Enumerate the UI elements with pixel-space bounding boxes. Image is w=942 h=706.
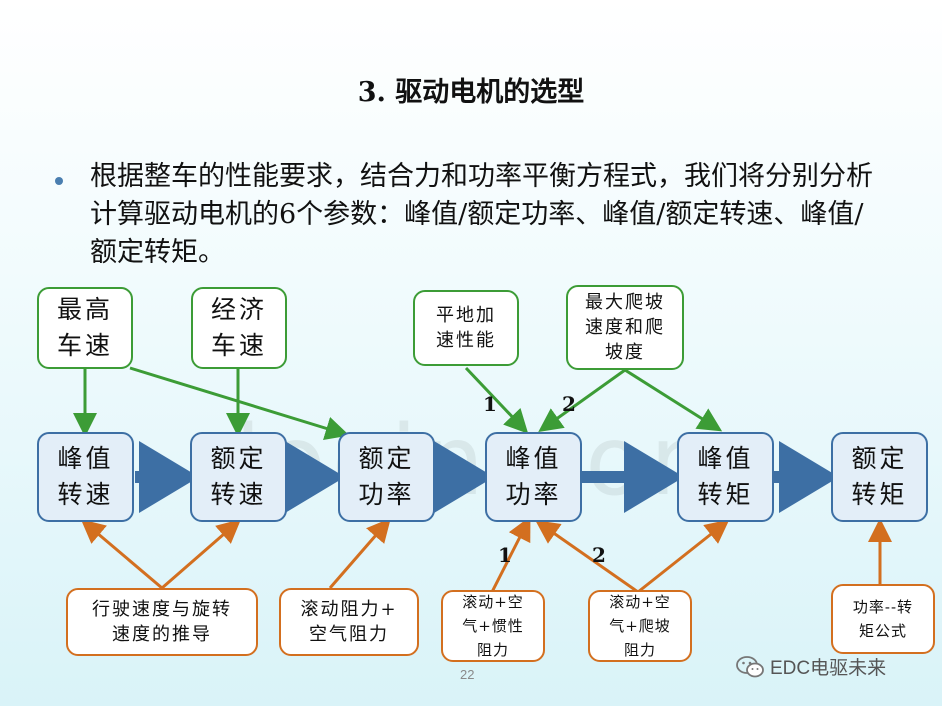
brand-mark: EDC电驱未来 (736, 653, 886, 680)
peak-power-box: 峰值 功率 (485, 432, 582, 522)
brand-text: EDC电驱未来 (770, 658, 887, 679)
speed-derivation-box: 行驶速度与旋转 速度的推导 (66, 588, 258, 656)
label-one-top: 1 (483, 392, 497, 416)
power-torque-formula-box: 功率--转 矩公式 (831, 584, 935, 654)
rated-torque-box: 额定 转矩 (831, 432, 928, 522)
economy-speed-box: 经济 车速 (191, 287, 287, 369)
flat-acceleration-box: 平地加 速性能 (413, 290, 519, 366)
bullet-icon (55, 177, 63, 185)
peak-speed-box: 峰值 转速 (37, 432, 134, 522)
rated-speed-box: 额定 转速 (190, 432, 287, 522)
max-climb-box: 最大爬坡 速度和爬 坡度 (566, 285, 684, 370)
rolling-air-resistance-box: 滚动阻力+ 空气阻力 (279, 588, 419, 656)
rolling-air-inertia-box: 滚动+空 气+惯性 阻力 (441, 590, 545, 662)
slide-title: 3. 驱动电机的选型 (357, 77, 585, 108)
page-number: 22 (460, 667, 475, 682)
label-two-top: 2 (562, 392, 576, 416)
label-two-bottom: 2 (592, 543, 606, 567)
max-speed-box: 最高 车速 (37, 287, 133, 369)
peak-torque-box: 峰值 转矩 (677, 432, 774, 522)
wechat-icon (736, 655, 764, 678)
label-one-bottom: 1 (498, 543, 512, 567)
rated-power-box: 额定 功率 (338, 432, 435, 522)
bullet-text: 根据整车的性能要求，结合力和功率平衡方程式，我们将分别分析计算驱动电机的6个参数… (90, 161, 873, 268)
rolling-air-climb-box: 滚动+空 气+爬坡 阻力 (588, 590, 692, 662)
